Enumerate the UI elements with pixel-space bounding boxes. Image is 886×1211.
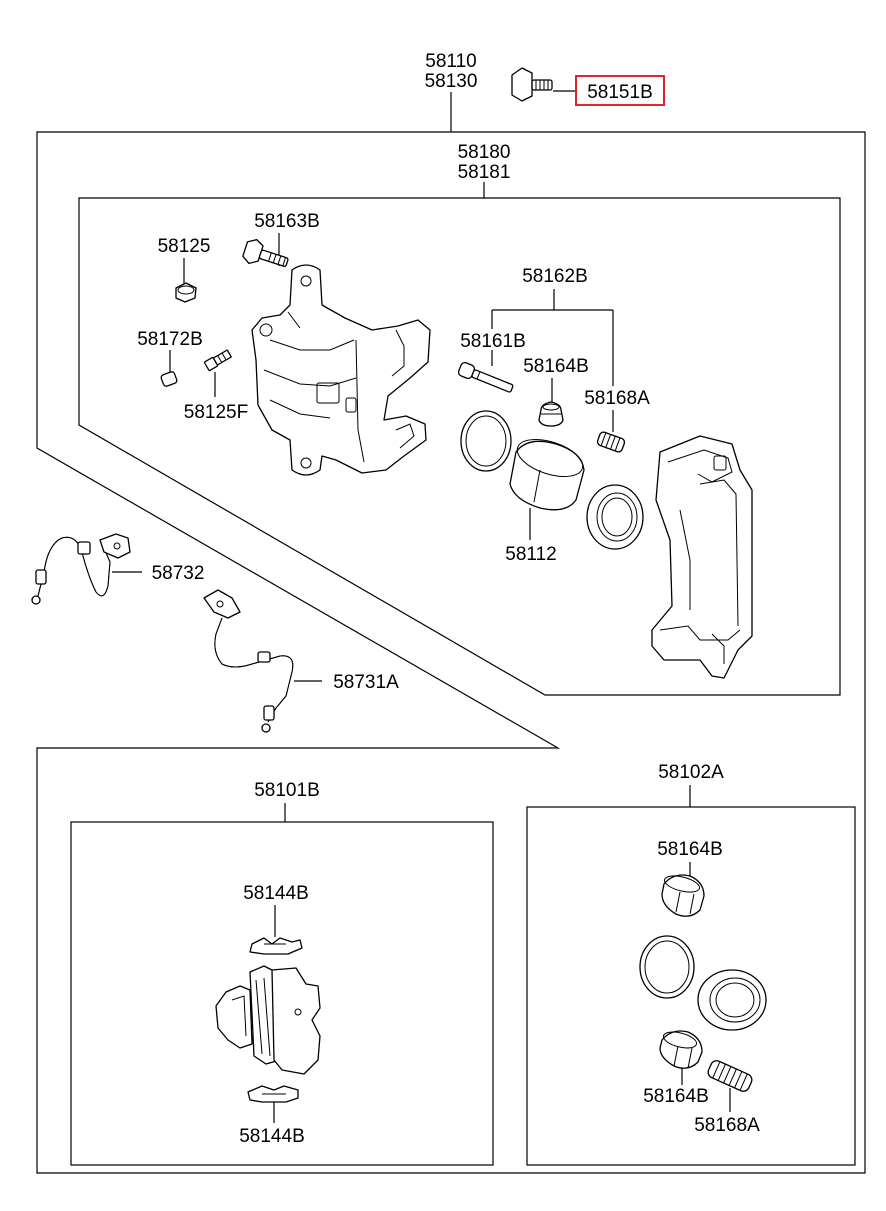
label-58125[interactable]: 58125: [158, 236, 211, 257]
label-58112[interactable]: 58112: [505, 544, 556, 565]
pad-clip-bottom-58144B[interactable]: [247, 1085, 299, 1103]
label-58164B-kit-bottom[interactable]: 58164B: [643, 1086, 709, 1107]
leader-lines: [112, 90, 731, 1123]
caliper-assembly-frame: [36, 131, 866, 1174]
label-58162B[interactable]: 58162B: [522, 266, 588, 287]
label-58164B-kit-top[interactable]: 58164B: [657, 839, 723, 860]
piston-seal[interactable]: [460, 410, 512, 472]
bleeder-cap-58125[interactable]: [175, 282, 197, 303]
bleeder-screw-58125F[interactable]: [203, 349, 232, 372]
label-58102A[interactable]: 58102A: [658, 762, 724, 783]
label-58125F[interactable]: 58125F: [184, 402, 248, 423]
label-58144B-bottom[interactable]: 58144B: [239, 1126, 305, 1147]
caliper-housing[interactable]: [651, 435, 753, 679]
sleeve-58168A[interactable]: [596, 431, 626, 453]
bolt-icon: [242, 238, 289, 268]
guide-bolt-58151B[interactable]: [511, 67, 553, 102]
label-58110[interactable]: 58110: [425, 51, 476, 72]
kit-boot-bottom-58164B[interactable]: [659, 1029, 703, 1069]
caliper-subassembly-frame: [78, 197, 841, 696]
label-58168A-top[interactable]: 58168A: [584, 388, 650, 409]
label-58180[interactable]: 58180: [458, 142, 511, 163]
label-58732[interactable]: 58732: [152, 563, 205, 584]
piston-dust-boot[interactable]: [586, 484, 644, 550]
brake-hose-icon: [203, 589, 294, 733]
brake-pad-set[interactable]: [215, 965, 321, 1075]
label-58164B-top[interactable]: 58164B: [523, 356, 589, 377]
label-58101B[interactable]: 58101B: [254, 780, 320, 801]
brake-hose-58732[interactable]: [31, 533, 131, 605]
seal-ring-icon: [586, 484, 644, 550]
pad-clip-top-58144B[interactable]: [249, 937, 303, 955]
pad-clip-icon: [249, 937, 303, 955]
boot-58164B[interactable]: [538, 401, 564, 427]
caliper-housing-icon: [651, 435, 753, 679]
highlight-box-58151B: [575, 75, 665, 106]
label-58172B[interactable]: 58172B: [137, 329, 203, 350]
boot-icon: [661, 874, 705, 917]
kit-boot-top-58164B[interactable]: [661, 873, 705, 917]
caliper-bracket[interactable]: [251, 264, 431, 476]
bleeder-cap-58172B[interactable]: [160, 371, 178, 387]
label-58163B[interactable]: 58163B: [254, 211, 320, 232]
label-58181[interactable]: 58181: [458, 162, 511, 183]
guide-pin-58161B[interactable]: [457, 361, 514, 395]
pad-kit-frame: [70, 821, 494, 1166]
boot-icon: [538, 401, 564, 427]
bracket-bolt-58163B[interactable]: [241, 237, 291, 274]
pad-clip-icon: [247, 1085, 299, 1103]
label-58161B[interactable]: 58161B: [460, 331, 526, 352]
kit-dust-boot[interactable]: [697, 969, 767, 1031]
brake-hose-58731A[interactable]: [203, 589, 294, 733]
caliper-repair-kit-frame: [526, 806, 856, 1166]
label-58151B[interactable]: 58151B: [587, 82, 653, 103]
kit-sleeve-58168A[interactable]: [706, 1059, 754, 1093]
brake-hose-icon: [31, 533, 131, 605]
piston-58112[interactable]: [509, 432, 587, 511]
seal-ring-icon: [697, 969, 767, 1031]
label-58144B-top[interactable]: 58144B: [243, 883, 309, 904]
brake-pad-icon: [215, 965, 321, 1075]
seal-ring-icon: [639, 935, 695, 999]
label-58130[interactable]: 58130: [425, 71, 478, 92]
label-58731A[interactable]: 58731A: [333, 672, 399, 693]
boot-icon: [659, 1030, 703, 1069]
bolt-icon: [511, 67, 553, 102]
part-labels: 58110 58130 58151B 58180 58181 58163B 58…: [137, 51, 760, 1147]
caliper-bracket-icon: [251, 264, 431, 476]
kit-piston-seal[interactable]: [639, 935, 695, 999]
piston-icon: [509, 439, 585, 511]
label-58168A-kit[interactable]: 58168A: [694, 1115, 760, 1136]
seal-ring-icon: [460, 410, 512, 472]
